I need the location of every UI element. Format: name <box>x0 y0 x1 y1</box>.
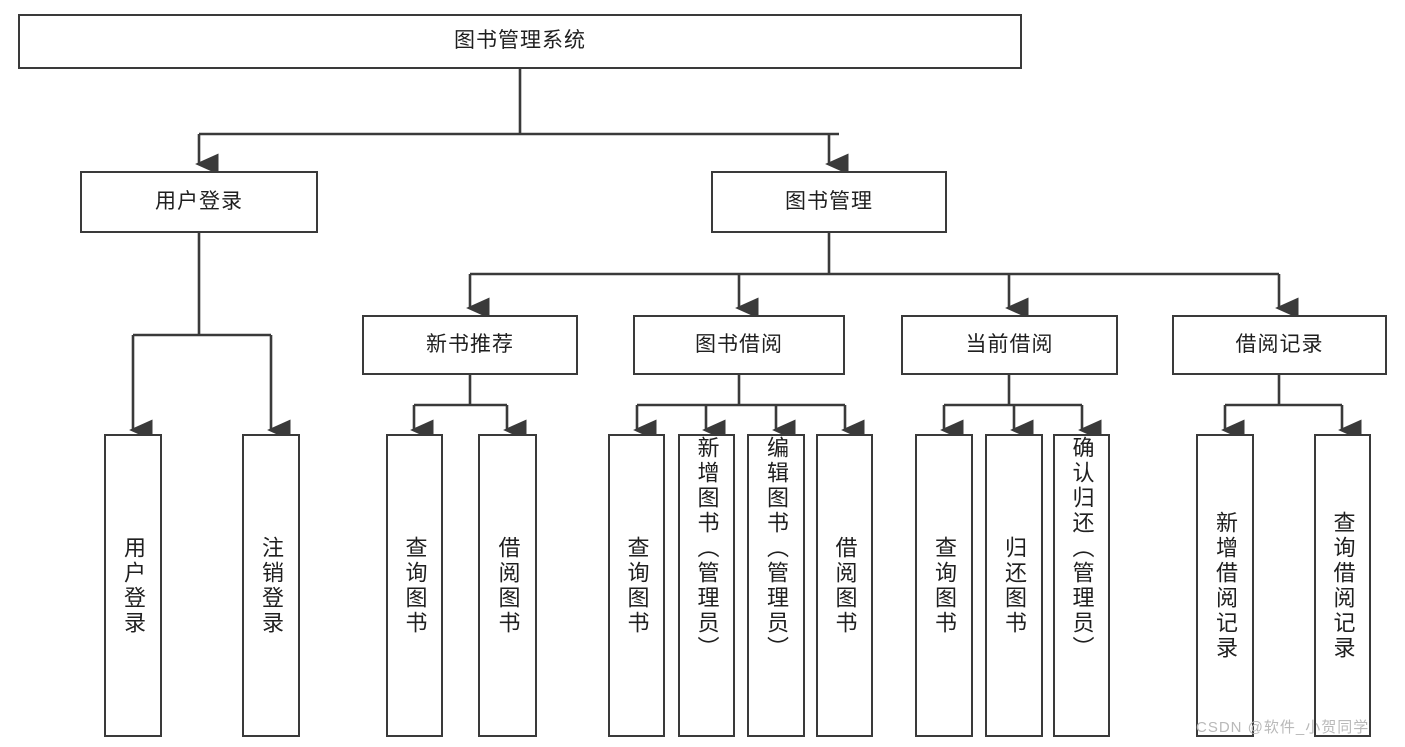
node-book-borrow[interactable]: 图书借阅 <box>633 315 845 375</box>
node-leaf-query-book-3[interactable]: 查询图书 <box>915 434 973 737</box>
node-borrow-record[interactable]: 借阅记录 <box>1172 315 1387 375</box>
node-leaf-query-record-label: 查询借阅记录 <box>1330 510 1356 661</box>
node-leaf-borrow-book-1[interactable]: 借阅图书 <box>478 434 537 737</box>
node-leaf-user-logout[interactable]: 注销登录 <box>242 434 300 737</box>
node-leaf-query-book-1-label: 查询图书 <box>402 535 428 636</box>
node-leaf-confirm-return[interactable]: 确认归还（管理员） <box>1053 434 1110 737</box>
node-leaf-add-book-label: 新增图书（管理员） <box>694 436 720 661</box>
node-leaf-edit-book[interactable]: 编辑图书（管理员） <box>747 434 805 737</box>
node-leaf-user-login-label: 用户登录 <box>121 535 146 636</box>
node-leaf-return-book-label: 归还图书 <box>1002 535 1027 636</box>
node-leaf-query-book-3-label: 查询图书 <box>932 535 957 636</box>
node-leaf-query-record[interactable]: 查询借阅记录 <box>1314 434 1371 737</box>
node-root-label: 图书管理系统 <box>454 29 586 53</box>
node-leaf-add-record-label: 新增借阅记录 <box>1213 510 1238 661</box>
watermark: CSDN @软件_小贺同学 <box>1196 719 1370 736</box>
node-leaf-return-book[interactable]: 归还图书 <box>985 434 1043 737</box>
node-book-manage[interactable]: 图书管理 <box>711 171 947 233</box>
node-leaf-edit-book-label: 编辑图书（管理员） <box>764 436 789 661</box>
node-leaf-add-book[interactable]: 新增图书（管理员） <box>678 434 735 737</box>
node-leaf-query-book-2-label: 查询图书 <box>624 535 650 636</box>
node-user-login-label: 用户登录 <box>155 189 243 213</box>
node-leaf-confirm-return-label: 确认归还（管理员） <box>1069 436 1095 661</box>
node-current-borrow-label: 当前借阅 <box>965 332 1054 356</box>
node-leaf-borrow-book-1-label: 借阅图书 <box>495 535 521 636</box>
node-borrow-record-label: 借阅记录 <box>1235 332 1324 356</box>
node-leaf-borrow-book-2[interactable]: 借阅图书 <box>816 434 873 737</box>
node-leaf-borrow-book-2-label: 借阅图书 <box>832 535 858 636</box>
node-root[interactable]: 图书管理系统 <box>18 14 1022 69</box>
node-new-book-recommend-label: 新书推荐 <box>426 332 514 356</box>
node-leaf-query-book-1[interactable]: 查询图书 <box>386 434 443 737</box>
node-leaf-query-book-2[interactable]: 查询图书 <box>608 434 665 737</box>
node-book-borrow-label: 图书借阅 <box>695 332 783 356</box>
node-book-manage-label: 图书管理 <box>785 189 873 213</box>
node-leaf-user-logout-label: 注销登录 <box>259 535 284 636</box>
node-current-borrow[interactable]: 当前借阅 <box>901 315 1118 375</box>
node-leaf-add-record[interactable]: 新增借阅记录 <box>1196 434 1254 737</box>
node-leaf-user-login[interactable]: 用户登录 <box>104 434 162 737</box>
node-new-book-recommend[interactable]: 新书推荐 <box>362 315 578 375</box>
node-user-login[interactable]: 用户登录 <box>80 171 318 233</box>
